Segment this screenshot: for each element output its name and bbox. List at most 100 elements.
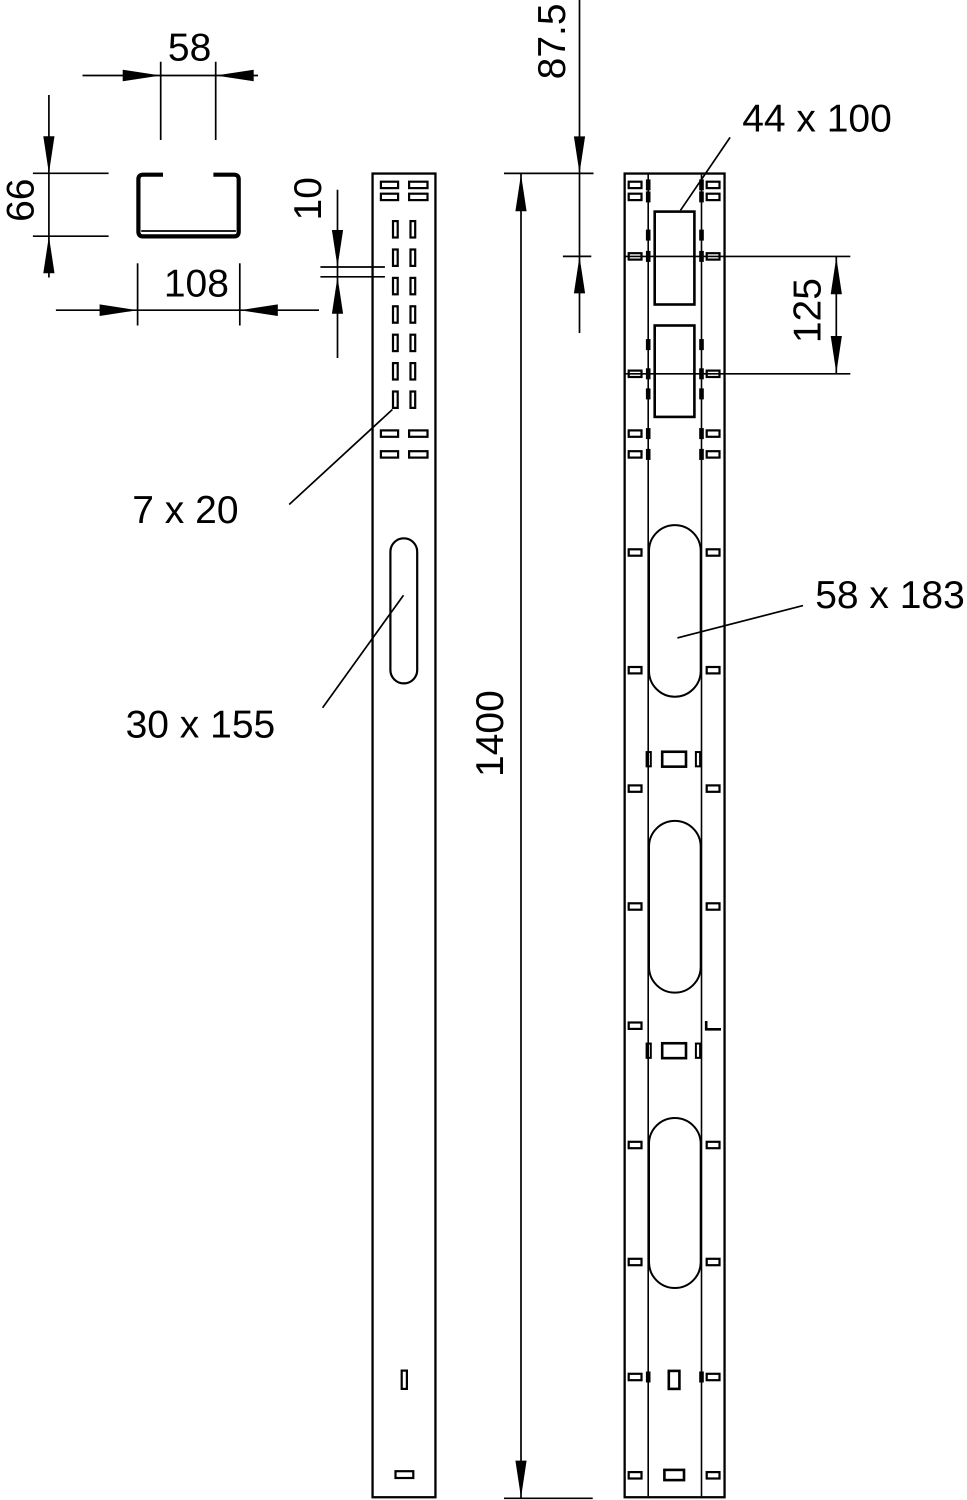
dim-58-text: 58	[168, 26, 211, 69]
side-slot-20x7	[379, 450, 400, 459]
side-slot-7x20	[409, 333, 417, 353]
front-oblong-58x183	[648, 1117, 702, 1289]
front-flange-slot-right	[705, 192, 721, 202]
front-flange-slot-left	[627, 429, 643, 438]
front-bend-slot-mark-right	[699, 448, 704, 460]
front-flange-slot-left	[627, 548, 643, 557]
leader-58x183	[677, 604, 804, 639]
dim-10-arrow-bottom	[331, 276, 344, 314]
side-slot-7x20	[391, 248, 399, 267]
front-flange-slot-left	[627, 450, 643, 459]
front-web-bend-slot-right	[694, 751, 702, 768]
front-bend-slot-mark-left	[645, 339, 651, 351]
side-slot-7x20	[409, 390, 417, 409]
front-bend-slot-mark-left	[645, 1371, 651, 1383]
front-bend-slot-mark-left	[645, 179, 651, 191]
front-oblong-58x183	[648, 819, 702, 994]
front-flange-slot-right	[705, 902, 721, 911]
front-flange-slot-right	[705, 450, 721, 459]
dim-1400-arrow-top	[515, 174, 527, 212]
front-flange-slot-left	[627, 784, 643, 793]
dim-1400-text: 1400	[469, 690, 512, 777]
front-flange-slot-left	[627, 369, 643, 379]
front-bend-slot-mark-right	[699, 339, 704, 351]
side-slot-7x20	[391, 276, 399, 296]
side-slot-20x7	[408, 180, 429, 190]
side-slot-7x20	[391, 220, 399, 239]
cross-section-view	[136, 172, 241, 239]
dim-108-arrow-left	[99, 304, 138, 316]
dim-1400-arrow-bottom	[515, 1460, 527, 1498]
side-slot-7x20	[391, 305, 399, 324]
side-view-outline	[371, 172, 437, 1499]
front-hole-44x100	[653, 210, 696, 306]
front-bend-slot-mark-left	[645, 229, 651, 241]
label-58x183: 58 x 183	[815, 574, 965, 617]
side-slot-20x7	[379, 192, 400, 202]
label-44x100: 44 x 100	[742, 98, 892, 141]
side-slot-7x20	[391, 362, 399, 381]
side-slot-20x7-bottom	[394, 1470, 415, 1480]
front-flange-slot-right	[705, 784, 721, 793]
dim-10-text: 10	[287, 177, 330, 220]
front-bend-slot-mark-left	[645, 250, 651, 262]
dim-66-text: 66	[0, 179, 43, 222]
front-flange-slot-left	[627, 1372, 643, 1382]
cross-section-outline	[136, 172, 241, 239]
front-web-slot-7x20	[667, 1369, 681, 1391]
front-web-slot	[660, 750, 688, 768]
dim-58-arrow-right	[215, 69, 254, 82]
label-7x20: 7 x 20	[132, 489, 238, 532]
label-30x155: 30 x 155	[126, 704, 276, 747]
front-bend-slot-mark-left	[645, 448, 651, 460]
front-bend-slot-mark-left	[645, 428, 651, 440]
front-bend-slot-mark-right	[699, 250, 704, 262]
side-slot-7x20	[409, 276, 417, 296]
dim-10-arrow-top	[331, 230, 344, 267]
dim-66-arrow-bottom	[43, 236, 55, 274]
front-flange-slot-left	[627, 180, 643, 190]
front-bend-slot-mark-right	[699, 229, 704, 241]
front-web-slot-20x7	[663, 1468, 686, 1482]
side-slot-7x20	[409, 362, 417, 381]
front-bend-slot-mark-left	[645, 191, 651, 203]
front-view	[623, 172, 851, 1499]
front-hole-44x100	[653, 324, 696, 419]
side-slot-7x20	[409, 220, 417, 239]
side-slot-20x7	[379, 180, 400, 190]
front-flange-slot-right	[705, 665, 721, 675]
front-slot-corner-mark	[704, 1021, 721, 1031]
leader-labels: 7 x 20 30 x 155 44 x 100 58 x 183	[126, 98, 965, 747]
dim-108-text: 108	[164, 263, 229, 306]
dim-66-arrow-top	[43, 136, 55, 174]
front-flange-slot-right	[705, 548, 721, 557]
front-flange-slot-right	[705, 429, 721, 438]
side-slot-20x7	[408, 429, 429, 438]
front-flange-slot-right	[705, 252, 721, 261]
front-bend-slot-mark-right	[699, 191, 704, 203]
dim-87-5-arrow-bottom	[573, 256, 586, 294]
side-view	[371, 172, 437, 1499]
dim-125-arrow-bottom	[830, 336, 842, 373]
front-bend-slot-mark-right	[699, 388, 704, 400]
leader-44x100	[679, 136, 731, 211]
front-flange-slot-right	[705, 1140, 721, 1150]
dim-87-5-text: 87.5	[531, 3, 574, 79]
side-slot-20x7	[408, 192, 429, 202]
front-web-bend-slot-left	[645, 751, 652, 768]
front-flange-slot-right	[705, 1257, 721, 1267]
leader-7x20	[288, 408, 393, 506]
front-flange-slot-right	[705, 1372, 721, 1382]
dim-87-5-arrow-top	[573, 136, 586, 174]
side-slot-7x20	[391, 333, 399, 353]
front-flange-slot-left	[627, 1257, 643, 1267]
front-flange-slot-left	[627, 1140, 643, 1150]
dim-125-text: 125	[787, 278, 830, 343]
front-web-bend-slot-left	[645, 1042, 652, 1059]
dimension-annotations: 58 66 108 10 1400 87.5 125	[0, 0, 842, 1500]
front-flange-slot-right	[705, 180, 721, 190]
front-web-slot	[660, 1041, 688, 1060]
front-bend-slot-mark-right	[699, 368, 704, 380]
